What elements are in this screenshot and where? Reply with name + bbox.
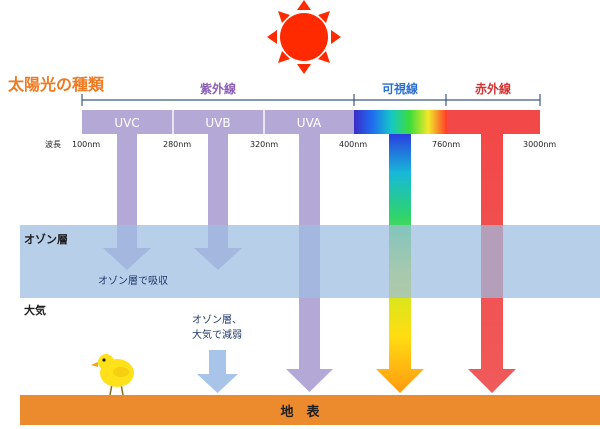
ground-band: [20, 395, 600, 425]
attenuated-annotation-line1: オゾン層、: [192, 314, 242, 326]
absorbed-annotation: オゾン層で吸収: [98, 275, 168, 287]
attenuated-annotation-line2: 大気で減弱: [192, 328, 242, 341]
uv-category-label: 紫外線: [200, 81, 236, 96]
sun-icon: [267, 0, 341, 74]
infrared-category-label: 赤外線: [475, 81, 511, 96]
uvb-attenuated-arrow: [197, 350, 238, 393]
tick-label: 320nm: [250, 140, 278, 149]
ozone-layer-label: オゾン層: [24, 232, 68, 246]
uvc-arrow: [103, 134, 151, 270]
wavelength-label: 波長: [45, 139, 61, 149]
infrared-band-bar: [447, 110, 540, 134]
diagram-title: 太陽光の種類: [7, 75, 105, 94]
ground-label: 地 表: [280, 404, 320, 420]
uvc-label: UVC: [114, 116, 139, 130]
visible-band-bar: [354, 110, 447, 134]
tick-label: 280nm: [163, 140, 191, 149]
category-brackets: [81, 94, 541, 106]
atmosphere-label: 大気: [24, 303, 46, 317]
visible-category-label: 可視線: [382, 81, 418, 96]
ozone-layer-band: [20, 225, 600, 298]
wavelength-scale: 波長 100nm 280nm 320nm 400nm 760nm 3000nm: [45, 139, 556, 149]
uvb-label: UVB: [205, 116, 230, 130]
chick-icon: [91, 354, 134, 396]
uva-label: UVA: [297, 116, 322, 130]
tick-label: 400nm: [339, 140, 367, 149]
uv-band-bar: [82, 110, 355, 134]
tick-label: 760nm: [432, 140, 460, 149]
uvb-arrow: [194, 134, 242, 270]
tick-label: 100nm: [72, 140, 100, 149]
tick-label: 3000nm: [523, 140, 556, 149]
